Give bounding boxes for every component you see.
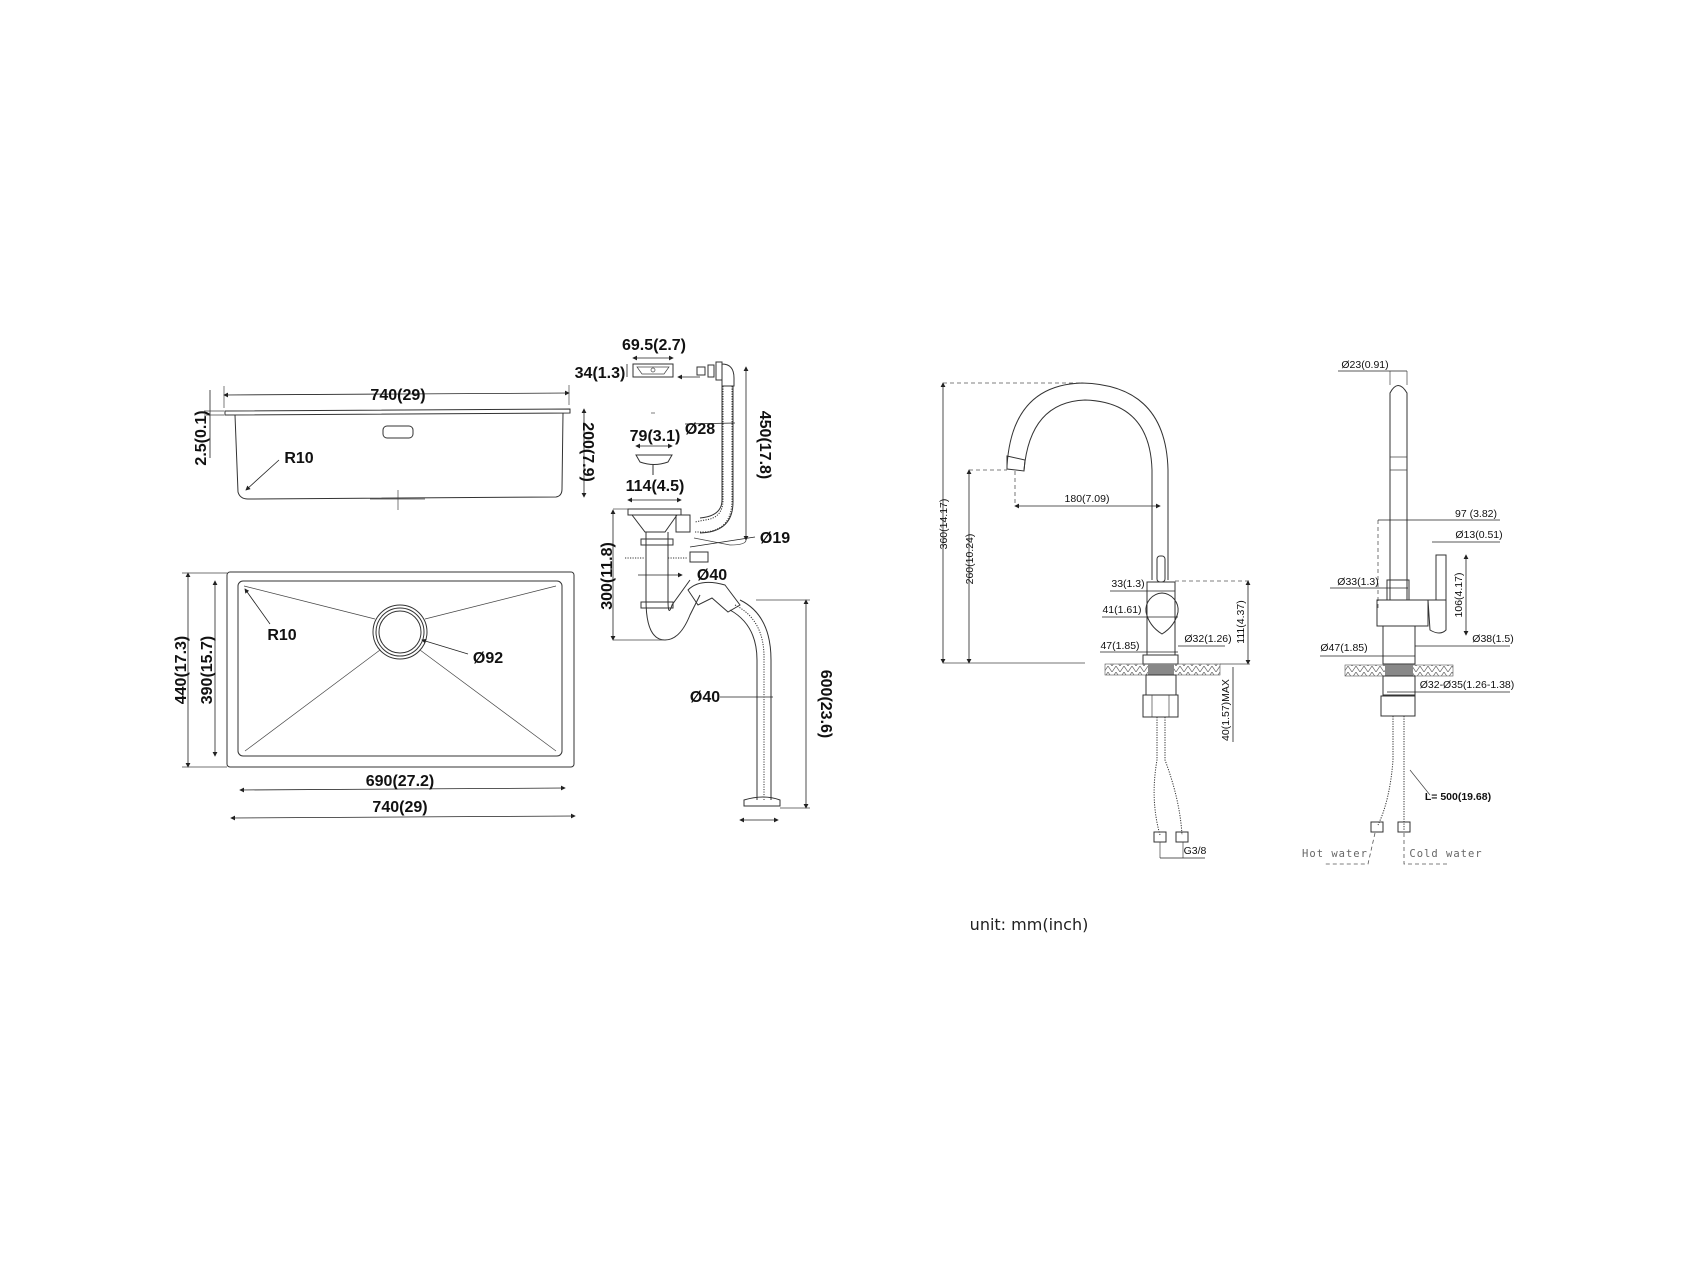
spout-outer [1006,382,1169,580]
overflow-hose-length-label: 450(17.8) [756,411,773,480]
body-diameter-label: Ø38(1.5) [1472,633,1513,645]
handle-reach-label: 97 (3.82) [1455,508,1497,520]
overflow-width-label: 69.5(2.7) [622,337,686,354]
overflow-hose-diameter-label: Ø28 [685,421,715,438]
counter-max-label: 40(1.57)MAX [1220,679,1232,741]
pipe-diameter-label: Ø40 [697,567,727,584]
flange-diameter-label: 114(4.5) [626,478,685,495]
side-radius-label: R10 [284,450,313,467]
trap-elbow [687,581,741,613]
reach-label: 180(7.09) [1065,493,1110,505]
unit-note: unit: mm(inch) [970,915,1089,934]
side-width-label: 740(29) [370,387,425,404]
drain-hole [378,610,422,654]
pipe-clamp [640,538,674,546]
spout-height-label: 260(10.24) [964,534,976,585]
inner-depth-label: 390(15.7) [199,636,216,705]
side-inlet [689,551,709,563]
body-label: 41(1.61) [1102,604,1141,616]
spout-side [1389,385,1408,600]
inner-width-label: 690(27.2) [366,773,435,790]
drain-diameter-label: Ø92 [473,650,503,667]
drain-outer [372,604,428,660]
lever-diameter-label: Ø13(0.51) [1455,529,1502,541]
top-radius-label: R10 [267,627,296,644]
stem-label: 33(1.3) [1111,578,1144,590]
spout-inner [1023,399,1153,580]
sink-basin [237,580,563,757]
base-label: 47(1.85) [1100,640,1139,652]
overflow-connector [696,361,735,387]
thread-label: G3/8 [1184,845,1207,857]
hose-length-label: L= 500(19.68) [1425,791,1491,803]
overflow-slot [382,425,414,439]
side-inlet-diameter-label: Ø19 [760,530,790,547]
trap-height-label: 300(11.8) [599,542,616,610]
side-nut [1380,695,1416,717]
rim-thickness-label: 2.5(0.1) [193,410,210,465]
handle-lever [1156,555,1166,583]
total-height-label: 360(14.17) [938,499,950,550]
dimension-line [223,390,570,398]
sink-rim [224,408,571,416]
overflow-inlet [675,514,691,533]
outer-depth-label: 440(17.3) [173,636,190,705]
cold-water-label: Cold water [1409,848,1482,860]
drain-flange [627,508,682,533]
side-lever [1435,554,1447,601]
faucet-side-view: Ø23(0.91) 97 (3.82) Ø13(0.51) 106(4.17) … [1302,359,1515,865]
outlet-hose [734,604,765,800]
overflow-hose [694,386,733,533]
trap-pipe [645,532,701,641]
drain-kit: 69.5(2.7) 34(1.3) Ø28 450(17.8) 79(3.1) … [575,337,834,823]
aerator [1006,455,1026,472]
supply-hoses [1153,717,1183,836]
side-stem-label: Ø33(1.3) [1337,576,1378,588]
sink-body [234,412,564,500]
overflow-cover [632,363,674,378]
outer-width-label: 740(29) [372,799,427,816]
faucet-front-view: 360(14.17) 260(10.24) 180(7.09) 33(1.3) … [938,382,1251,859]
sink-top-view: R10 Ø92 440(17.3) 390(15.7) 690(27.2) 74… [173,571,576,821]
hot-water-label: Hot water [1302,848,1368,860]
lever-height-label: 106(4.17) [1453,573,1465,618]
sink-side-view: 740(29) R10 2.5(0.1) 200(7.9) [193,385,596,510]
mounting-nut [1142,694,1179,718]
body-ball [1145,592,1179,635]
hole-diameter-label: Ø32-Ø35(1.26-1.38) [1420,679,1515,691]
sink-outer-rim [226,571,575,768]
body-height-label: 111(4.37) [1235,600,1247,643]
strainer-diameter-label: 79(3.1) [630,428,681,445]
outlet-hose-length-label: 600(23.6) [817,670,834,739]
side-hoses [1377,716,1405,830]
spout-diameter-label: Ø23(0.91) [1341,359,1388,371]
outlet-foot [743,796,781,807]
overflow-height-label: 34(1.3) [575,365,626,382]
depth-label: 200(7.9) [579,422,596,482]
side-base-label: Ø47(1.85) [1320,642,1367,654]
outlet-hose-diameter-label: Ø40 [690,689,720,706]
side-body [1376,599,1429,627]
shank-label: Ø32(1.26) [1184,633,1231,645]
strainer-basket [635,454,673,465]
